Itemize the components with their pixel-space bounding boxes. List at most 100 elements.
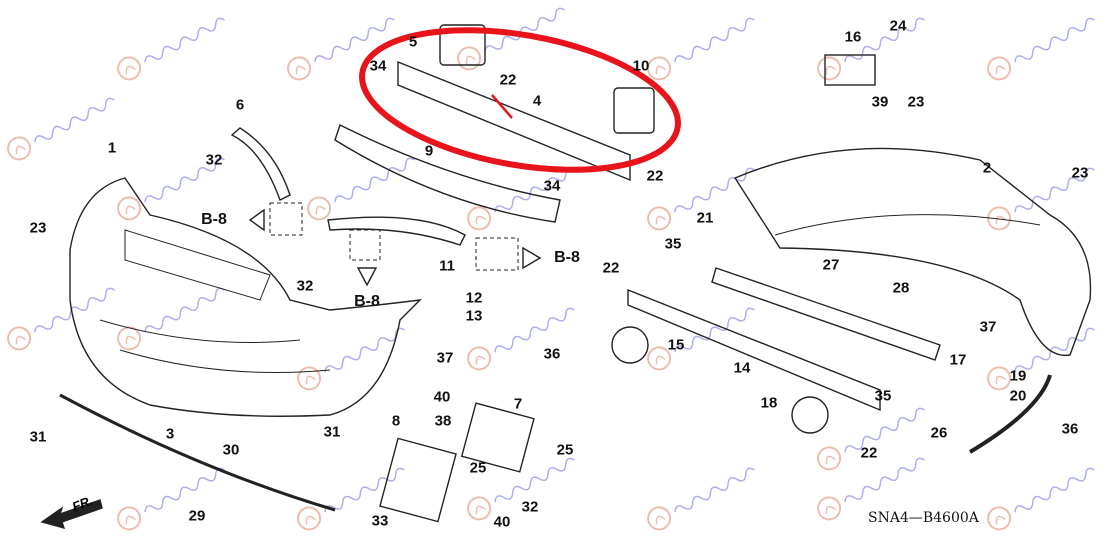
part-callout: 20 bbox=[1009, 387, 1027, 405]
watermark-logo-icon bbox=[987, 327, 1095, 391]
part-callout: 22 bbox=[602, 259, 620, 277]
part-callout: 35 bbox=[664, 235, 682, 253]
part-callout: 30 bbox=[222, 441, 240, 459]
part-callout: 23 bbox=[29, 219, 47, 237]
grille bbox=[124, 229, 271, 301]
part-callout: 32 bbox=[521, 498, 539, 516]
part-callout: 24 bbox=[889, 17, 907, 35]
part-callout: 23 bbox=[1071, 164, 1089, 182]
part-callout: 11 bbox=[439, 257, 455, 275]
watermark-logo-icon bbox=[297, 327, 405, 391]
side-spacer-11 bbox=[327, 216, 466, 246]
part-callout: 39 bbox=[871, 93, 889, 111]
part-callout: 31 bbox=[323, 423, 341, 441]
part-callout: 27 bbox=[822, 256, 840, 274]
arrow-b8-down bbox=[356, 267, 378, 287]
watermark-logo-icon bbox=[117, 287, 225, 351]
part-callout: 23 bbox=[907, 93, 925, 111]
part-callout: 25 bbox=[469, 459, 487, 477]
part-callout: 6 bbox=[235, 96, 245, 114]
part-callout: 12 bbox=[465, 289, 483, 307]
bracket-18 bbox=[791, 396, 829, 434]
watermark-logo-icon bbox=[117, 17, 225, 81]
front-arrow-icon bbox=[40, 499, 103, 530]
lower-spoiler bbox=[59, 393, 336, 512]
watermark-logo-icon bbox=[647, 167, 755, 231]
part-callout: 2 bbox=[982, 159, 992, 177]
part-callout: 40 bbox=[433, 388, 451, 406]
part-callout: 21 bbox=[696, 209, 714, 227]
part-callout: 22 bbox=[646, 167, 664, 185]
part-callout: 36 bbox=[1061, 420, 1079, 438]
section-ref-b8: B-8 bbox=[201, 211, 227, 228]
watermark-logo-icon bbox=[467, 167, 575, 231]
part-callout: 15 bbox=[667, 336, 685, 354]
part-callout: 14 bbox=[733, 359, 751, 377]
part-callout: 16 bbox=[844, 28, 862, 46]
part-callout: 37 bbox=[979, 318, 997, 336]
part-callout: 34 bbox=[543, 177, 561, 195]
part-callout: 18 bbox=[760, 394, 778, 412]
part-callout: 28 bbox=[892, 279, 910, 297]
part-callout: 17 bbox=[949, 351, 967, 369]
part-callout: 13 bbox=[465, 307, 483, 325]
section-ref-b8: B-8 bbox=[554, 249, 580, 266]
rear-absorber bbox=[711, 267, 941, 361]
part-callout: 33 bbox=[371, 512, 389, 530]
watermark-logo-icon bbox=[817, 407, 925, 471]
watermark-logo-icon bbox=[647, 467, 755, 531]
rear-bumper-cover bbox=[733, 147, 1092, 357]
arrow-b8-right bbox=[522, 246, 542, 270]
front-absorber bbox=[334, 124, 561, 223]
part-callout: 25 bbox=[556, 441, 574, 459]
part-callout: 40 bbox=[493, 513, 511, 531]
part-callout: 35 bbox=[874, 387, 892, 405]
part-callout: 22 bbox=[860, 444, 878, 462]
watermark-logo-icon bbox=[117, 467, 225, 531]
watermark-logo-icon bbox=[467, 307, 575, 371]
part-callout: 34 bbox=[369, 57, 387, 75]
part-callout: 1 bbox=[107, 139, 117, 157]
watermark-logo-icon bbox=[7, 97, 115, 161]
part-callout: 19 bbox=[1009, 367, 1027, 385]
part-callout: 36 bbox=[543, 345, 561, 363]
watermark-logo-icon bbox=[297, 467, 405, 531]
part-callout: 5 bbox=[408, 33, 418, 51]
watermark-logo-icon bbox=[117, 157, 225, 221]
watermark-logo-icon bbox=[457, 7, 565, 71]
watermark-logo-icon bbox=[817, 457, 925, 521]
front-bumper-cover bbox=[69, 177, 422, 417]
bracket-5 bbox=[439, 24, 486, 66]
part-callout: 7 bbox=[513, 395, 523, 413]
section-ref-b8: B-8 bbox=[354, 293, 380, 310]
part-callout: 10 bbox=[632, 57, 650, 75]
retainer-16 bbox=[824, 54, 876, 86]
highlight-ellipse bbox=[359, 27, 681, 173]
part-callout: 31 bbox=[29, 428, 47, 446]
diagram-code: SNA4—B4600A bbox=[868, 510, 979, 526]
watermark-logo-icon bbox=[987, 17, 1095, 81]
part-callout: 38 bbox=[434, 412, 452, 430]
watermark-logo-icon bbox=[467, 457, 575, 521]
watermark-logo-icon bbox=[987, 467, 1095, 531]
part-callout: 4 bbox=[532, 92, 542, 110]
part-callout: 3 bbox=[165, 425, 175, 443]
arrow-b8-left bbox=[248, 208, 265, 232]
watermark-logo-icon bbox=[817, 17, 925, 81]
license-bracket bbox=[460, 402, 535, 473]
side-spacer-6 bbox=[230, 127, 291, 201]
watermark-logo-icon bbox=[647, 307, 755, 371]
watermark-logo-icon bbox=[987, 167, 1095, 231]
bracket-15 bbox=[611, 326, 649, 364]
front-beam bbox=[397, 60, 631, 182]
license-plate-base bbox=[379, 437, 457, 523]
part-callout: 32 bbox=[296, 277, 314, 295]
part-callout: 22 bbox=[499, 71, 517, 89]
part-callout: 9 bbox=[424, 142, 434, 160]
watermark-logo-icon bbox=[287, 17, 395, 81]
part-callout: 26 bbox=[930, 424, 948, 442]
watermark-logo-icon bbox=[307, 157, 415, 221]
